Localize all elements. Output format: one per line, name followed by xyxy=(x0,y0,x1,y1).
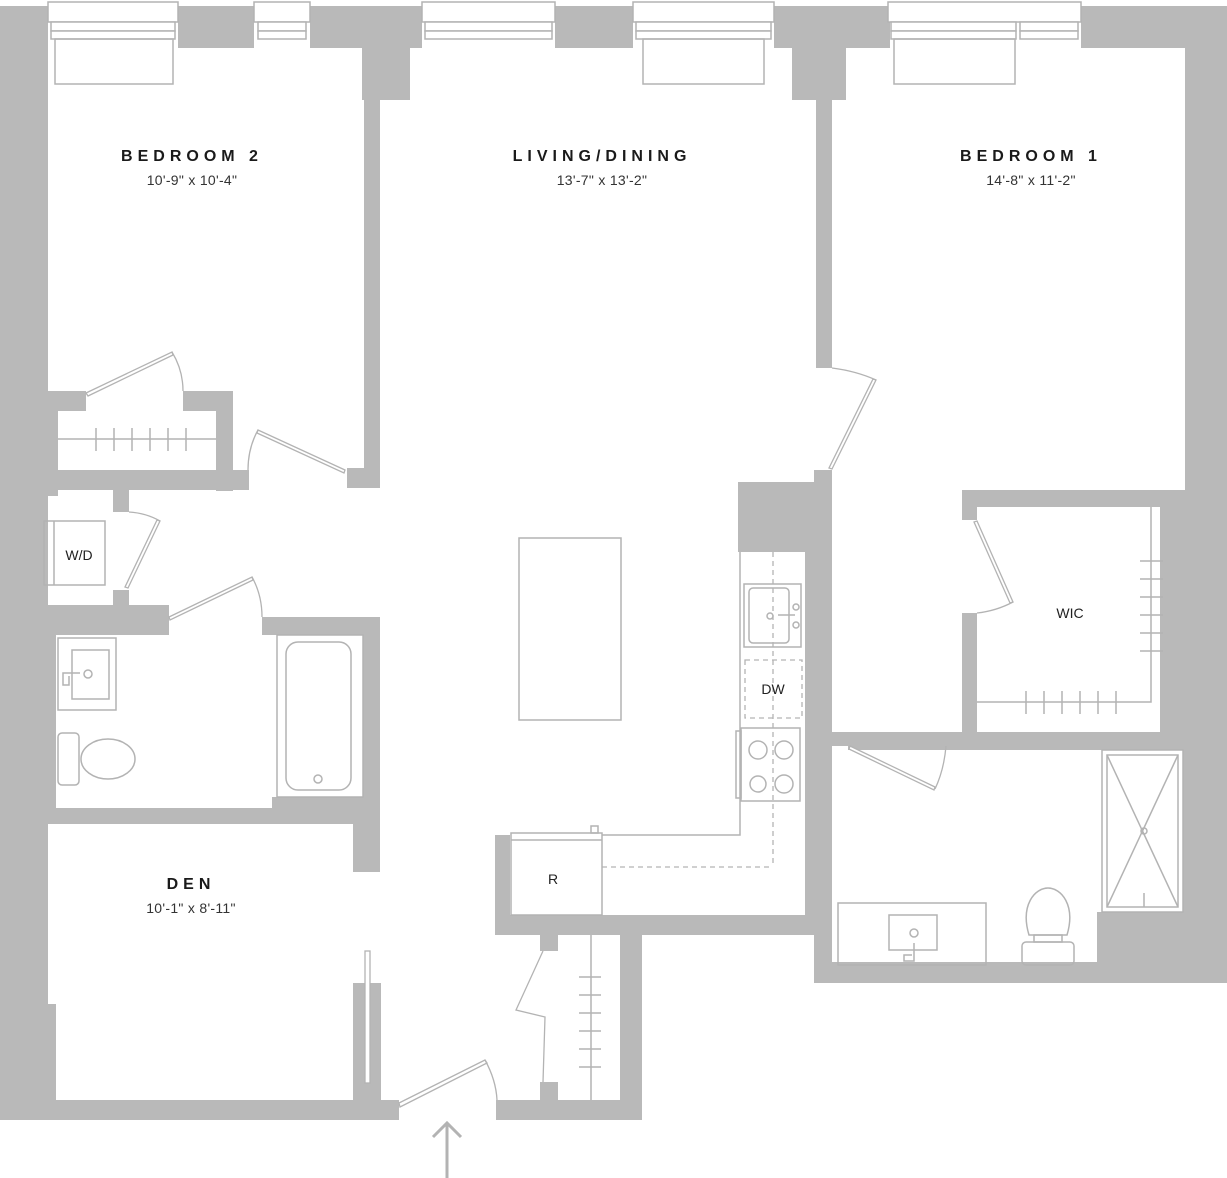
room-name: DEN xyxy=(166,876,216,893)
fixtures xyxy=(43,428,1184,1100)
room-label-bedroom-1: BEDROOM 1 14'-8" x 11'-2" xyxy=(960,148,1102,188)
walk-in-closet-label: WIC xyxy=(1056,605,1084,621)
room-label-den: DEN 10'-1" x 8'-11" xyxy=(146,876,236,916)
room-dimensions: 10'-9" x 10'-4" xyxy=(146,172,238,188)
walls xyxy=(0,6,1227,1120)
washer-dryer-unit xyxy=(43,520,106,586)
room-label-living-dining: LIVING/DINING 13'-7" x 13'-2" xyxy=(513,148,692,188)
entry-arrow-icon xyxy=(431,1120,463,1178)
windows xyxy=(47,1,1082,85)
room-name: BEDROOM 1 xyxy=(960,148,1102,165)
room-name: BEDROOM 2 xyxy=(121,148,263,165)
refrigerator-label: R xyxy=(547,871,559,887)
room-dimensions: 10'-1" x 8'-11" xyxy=(146,900,236,916)
room-label-bedroom-2: BEDROOM 2 10'-9" x 10'-4" xyxy=(121,148,263,188)
room-name: LIVING/DINING xyxy=(512,148,692,165)
doors xyxy=(85,351,1014,1108)
room-dimensions: 14'-8" x 11'-2" xyxy=(986,172,1076,188)
room-dimensions: 13'-7" x 13'-2" xyxy=(556,172,648,188)
dishwasher-label: DW xyxy=(761,681,785,697)
refrigerator-unit xyxy=(510,832,603,916)
kitchen-island xyxy=(518,537,622,721)
washer-dryer-label: W/D xyxy=(65,547,93,563)
